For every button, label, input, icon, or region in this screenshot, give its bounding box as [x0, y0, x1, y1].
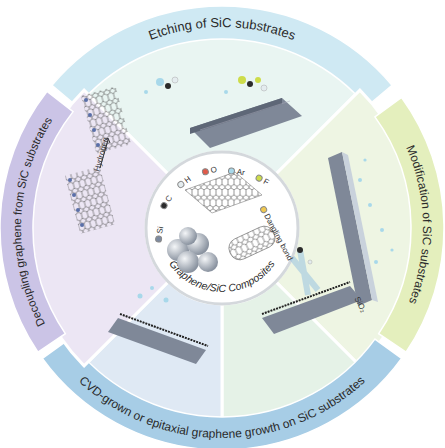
oxide-layer: [342, 152, 378, 302]
graphene-sheet: [185, 172, 262, 213]
legend-text: F: [262, 177, 271, 187]
gas-flow: [292, 250, 318, 295]
legend-entry: H: [175, 174, 192, 190]
legend-text: Ar: [236, 167, 245, 177]
legend-entry: O: [201, 165, 218, 177]
sector-wedge: [222, 282, 360, 423]
sector-wedge: [84, 33, 360, 174]
sector-wedge: [276, 90, 417, 366]
legend-entry: C: [158, 194, 174, 211]
graphene-layer: [120, 314, 208, 346]
slab-lines: [200, 101, 290, 130]
legend-swatch: [155, 235, 163, 243]
legend-swatch: [228, 167, 236, 175]
sector-wedge: [84, 282, 222, 423]
band-arc: [0, 91, 73, 352]
sic-slab: [108, 318, 206, 364]
section-title: Modification of SiC substrates: [403, 143, 434, 306]
section-title: Decoupling graphene from SiC substrates: [11, 115, 54, 329]
legend-entry: F: [254, 173, 270, 187]
center-title: Graphene/SiC Composites: [167, 257, 277, 294]
legend-entry: Si: [154, 226, 166, 243]
band-arc: [42, 339, 401, 448]
section-title: Etching of SiC substrates: [146, 15, 298, 43]
annotation-label: Hydrogen: [93, 137, 111, 173]
sphere-cluster: [167, 227, 218, 273]
graphene-layer: [262, 282, 350, 314]
molecules: [144, 76, 267, 94]
slab-edge: [190, 98, 282, 134]
particles: [138, 286, 169, 303]
sic-slab: [262, 286, 362, 334]
legend-text: Dangling bond: [262, 212, 294, 262]
sic-slab: [190, 98, 302, 148]
legend-text: Si: [155, 226, 165, 235]
legend-swatch: [159, 201, 169, 211]
center-disc: [146, 152, 298, 304]
section-title: CVD-grown or epitaxial graphene growth o…: [77, 373, 368, 441]
sector-wedge: [27, 90, 168, 366]
band-arc: [52, 6, 392, 107]
legend-text: O: [210, 165, 218, 175]
annotation-label: SiO₂: [352, 295, 368, 314]
particles: [358, 158, 394, 264]
sic-slab: [328, 152, 372, 306]
legend-entry: Ar: [227, 166, 245, 177]
band-arc: [375, 98, 444, 353]
legend-entry: Dangling bond: [258, 204, 294, 262]
graphene-stack: [65, 166, 115, 233]
legend-swatch: [201, 168, 209, 176]
